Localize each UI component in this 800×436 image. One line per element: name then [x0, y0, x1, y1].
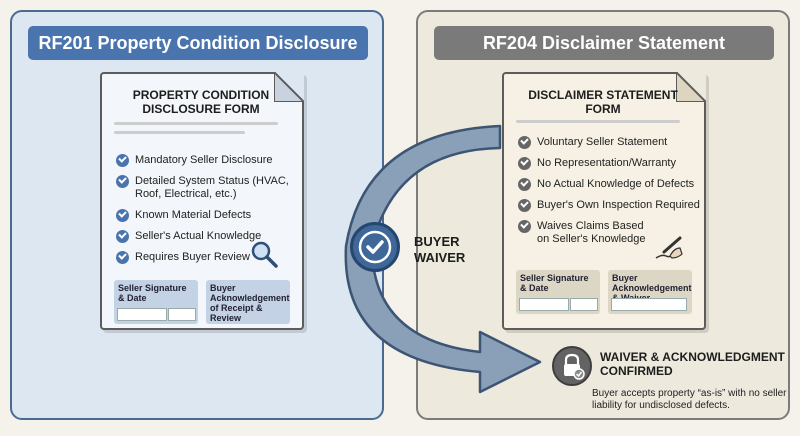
buyer-acknowledgement-label: Buyer Acknowledgement of Receipt & Revie… — [210, 283, 290, 323]
list-item: Requires Buyer Review — [116, 251, 300, 264]
magnifier-icon — [251, 241, 278, 268]
rf201-document: PROPERTY CONDITION DISCLOSURE FORM Manda… — [100, 72, 304, 330]
list-item: Detailed System Status (HVAC, Roof, Elec… — [116, 175, 300, 201]
check-icon — [358, 230, 392, 264]
list-item: Voluntary Seller Statement — [518, 136, 702, 149]
list-item: No Actual Knowledge of Defects — [518, 178, 702, 191]
list-item: Known Material Defects — [116, 209, 300, 222]
seller-signature-box[interactable]: Seller Signature & Date — [516, 270, 600, 314]
rf204-document-title: DISCLAIMER STATEMENT FORM — [528, 88, 678, 116]
check-icon — [518, 220, 531, 233]
buyer-waiver-box[interactable]: Buyer Acknowledgement & Waiver — [608, 270, 692, 314]
rf201-signature-row: Seller Signature & Date Buyer Acknowledg… — [114, 280, 290, 324]
list-item: Mandatory Seller Disclosure — [116, 154, 300, 167]
date-field[interactable] — [168, 308, 196, 321]
buyer-waiver-badge — [350, 222, 400, 272]
list-item: Buyer's Own Inspection Required — [518, 199, 702, 212]
confirmation-title: WAIVER & ACKNOWLEDGMENT CONFIRMED — [600, 350, 785, 378]
signature-field[interactable] — [117, 308, 167, 321]
check-icon — [116, 154, 129, 167]
check-icon — [518, 136, 531, 149]
seller-signature-box[interactable]: Seller Signature & Date — [114, 280, 198, 324]
rf201-item-list: Mandatory Seller Disclosure Detailed Sys… — [116, 154, 300, 272]
curved-arrow-shape — [344, 124, 542, 394]
buyer-acknowledgement-box[interactable]: Buyer Acknowledgement of Receipt & Revie… — [206, 280, 290, 324]
check-icon — [116, 175, 129, 188]
document-lines — [114, 122, 278, 140]
lock-icon — [552, 346, 592, 386]
item-label: Voluntary Seller Statement — [537, 136, 668, 148]
rf204-item-list: Voluntary Seller Statement No Representa… — [518, 136, 702, 254]
list-item: No Representation/Warranty — [518, 157, 702, 170]
item-label: No Actual Knowledge of Defects — [537, 178, 695, 190]
seller-signature-label: Seller Signature & Date — [118, 283, 187, 303]
item-label: Seller's Actual Knowledge — [135, 230, 262, 242]
document-fold-icon — [274, 72, 304, 102]
date-field[interactable] — [570, 298, 598, 311]
list-item: Waives Claims Based on Seller's Knowledg… — [518, 220, 648, 246]
check-icon — [518, 199, 531, 212]
document-lines — [516, 120, 680, 129]
signature-field[interactable] — [519, 298, 569, 311]
check-icon — [518, 157, 531, 170]
document-fold-icon — [676, 72, 706, 102]
rf201-panel-title: RF201 Property Condition Disclosure — [28, 26, 368, 60]
item-label: Known Material Defects — [135, 209, 252, 221]
item-label: Requires Buyer Review — [135, 251, 250, 263]
check-icon — [116, 230, 129, 243]
rf204-panel-title: RF204 Disclaimer Statement — [434, 26, 774, 60]
check-icon — [116, 251, 129, 264]
rf204-document: DISCLAIMER STATEMENT FORM Voluntary Sell… — [502, 72, 706, 330]
rf201-panel: RF201 Property Condition Disclosure PROP… — [10, 10, 384, 420]
item-label: No Representation/Warranty — [537, 157, 676, 169]
check-icon — [116, 209, 129, 222]
item-label: Waives Claims Based on Seller's Knowledg… — [537, 220, 646, 245]
item-label: Buyer's Own Inspection Required — [537, 199, 700, 211]
buyer-waiver-label: BUYER WAIVER — [414, 234, 466, 265]
pen-icon — [655, 236, 683, 259]
waiver-field[interactable] — [611, 298, 687, 311]
rf204-signature-row: Seller Signature & Date Buyer Acknowledg… — [516, 270, 692, 314]
seller-signature-label: Seller Signature & Date — [520, 273, 589, 293]
list-item: Seller's Actual Knowledge — [116, 230, 300, 243]
confirmation-description: Buyer accepts property “as-is” with no s… — [592, 388, 787, 411]
item-label: Mandatory Seller Disclosure — [135, 154, 273, 166]
check-icon — [518, 178, 531, 191]
item-label: Detailed System Status (HVAC, Roof, Elec… — [135, 175, 289, 200]
rf201-document-title: PROPERTY CONDITION DISCLOSURE FORM — [132, 88, 270, 116]
